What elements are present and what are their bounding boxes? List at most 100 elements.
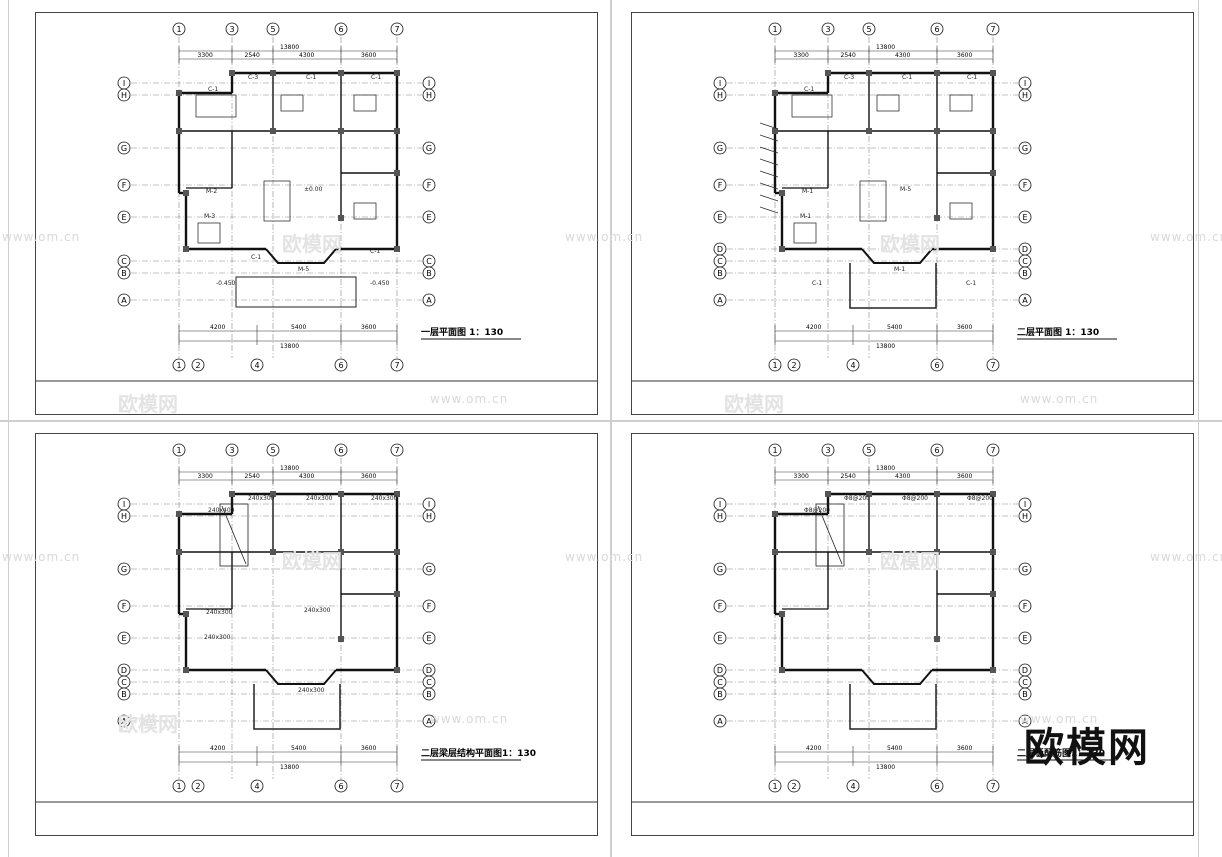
stair-tread	[759, 146, 779, 154]
stair-tread	[759, 206, 779, 214]
grid-bubble-row	[713, 631, 727, 645]
grid-label-bottom: 4	[850, 361, 855, 370]
grid-label-top: 6	[338, 446, 343, 455]
grid-label-row: E	[426, 213, 431, 222]
plan-label: 240x300	[204, 634, 231, 641]
grid-label-top: 6	[934, 446, 939, 455]
grid-bubble-row	[117, 178, 131, 192]
grid-bubble-top	[334, 22, 348, 36]
drawing-title: 二层平面图 1：130	[1017, 327, 1099, 338]
grid-bubble-top	[930, 443, 944, 457]
grid-label-row: F	[122, 602, 127, 611]
grid-bubble-top	[390, 443, 404, 457]
structural-column	[338, 215, 344, 221]
dimension-bottom: 3600	[361, 324, 376, 331]
structural-column	[183, 190, 189, 196]
bay-window	[861, 669, 933, 685]
grid-label-bottom: 4	[254, 361, 259, 370]
grid-bubble-row	[422, 687, 436, 701]
structural-column	[229, 70, 235, 76]
plan-label: C-1	[804, 86, 814, 93]
structural-column	[394, 70, 400, 76]
building-plan	[772, 491, 996, 730]
plan-label: C-1	[812, 280, 822, 287]
plan-label: C-1	[208, 86, 218, 93]
grid-label-row: D	[717, 666, 723, 675]
grid-bubble-row	[713, 88, 727, 102]
grid-label-row: C	[121, 678, 127, 687]
structural-column	[772, 511, 778, 517]
right-edge	[1198, 0, 1199, 857]
dimension-top: 3600	[957, 52, 972, 59]
furniture	[353, 202, 377, 220]
dimension-bottom: 4200	[210, 745, 225, 752]
structural-column	[990, 549, 996, 555]
grid-label-row: I	[428, 79, 430, 88]
furniture	[793, 222, 817, 244]
grid-label-row: F	[718, 602, 723, 611]
grid-bubble-row	[422, 266, 436, 280]
plan-label: C-1	[306, 74, 316, 81]
grid-label-row: H	[717, 91, 723, 100]
plan-label: M-1	[894, 266, 905, 273]
grid-bubble-top	[266, 22, 280, 36]
grid-bubble-bottom	[930, 779, 944, 793]
furniture	[353, 94, 377, 112]
structural-column	[934, 636, 940, 642]
plan-label: 240x400	[208, 507, 235, 514]
grid-label-row: G	[717, 565, 723, 574]
grid-label-row: D	[1022, 245, 1028, 254]
grid-bubble-row	[117, 562, 131, 576]
grid-label-row: B	[426, 690, 432, 699]
grid-label-row: A	[426, 296, 432, 305]
grid-bubble-row	[713, 266, 727, 280]
grid-bubble-bottom	[986, 779, 1000, 793]
furniture	[791, 94, 833, 118]
grid-label-row: G	[426, 144, 432, 153]
grid-bubble-row	[422, 599, 436, 613]
dimension-top: 3300	[794, 473, 809, 480]
furniture	[263, 180, 291, 222]
stair-tread	[759, 158, 779, 166]
grid-label-top: 3	[229, 446, 234, 455]
grid-bubble-row	[1018, 509, 1032, 523]
grid-label-row: B	[426, 269, 432, 278]
dimension-bottom: 5400	[887, 324, 902, 331]
plan-label: Φ8@200	[844, 495, 870, 502]
structural-column	[183, 667, 189, 673]
grid-label-row: A	[1022, 296, 1028, 305]
grid-bubble-row	[1018, 293, 1032, 307]
plan-label: M-1	[800, 213, 811, 220]
grid-bubble-row	[117, 509, 131, 523]
plan-label: M-5	[298, 266, 309, 273]
dimension-bottom: 5400	[291, 324, 306, 331]
grid-label-row: C	[426, 678, 432, 687]
plan-label: 240x300	[248, 495, 275, 502]
grid-bubble-top	[334, 443, 348, 457]
grid-bubble-row	[422, 141, 436, 155]
grid-label-row: G	[1022, 144, 1028, 153]
plan-label: C-1	[967, 74, 977, 81]
stair-tread	[759, 170, 779, 178]
dimension-bottom: 4200	[806, 745, 821, 752]
grid-bubble-bottom	[986, 358, 1000, 372]
grid-label-bottom: 7	[394, 361, 399, 370]
grid-label-top: 5	[270, 25, 275, 34]
grid-label-row: A	[426, 717, 432, 726]
grid-label-row: E	[121, 213, 126, 222]
grid-bubble-bottom	[390, 358, 404, 372]
structural-column	[866, 128, 872, 134]
plan-label: -0.450	[370, 280, 390, 287]
dimension-total-top: 13800	[876, 44, 895, 51]
structural-column	[934, 549, 940, 555]
dimension-top: 3600	[957, 473, 972, 480]
grid-bubble-top	[821, 443, 835, 457]
grid-label-top: 7	[990, 446, 995, 455]
grid-label-row: E	[717, 213, 722, 222]
grid-bubble-bottom	[334, 779, 348, 793]
dimension-bottom: 4200	[210, 324, 225, 331]
